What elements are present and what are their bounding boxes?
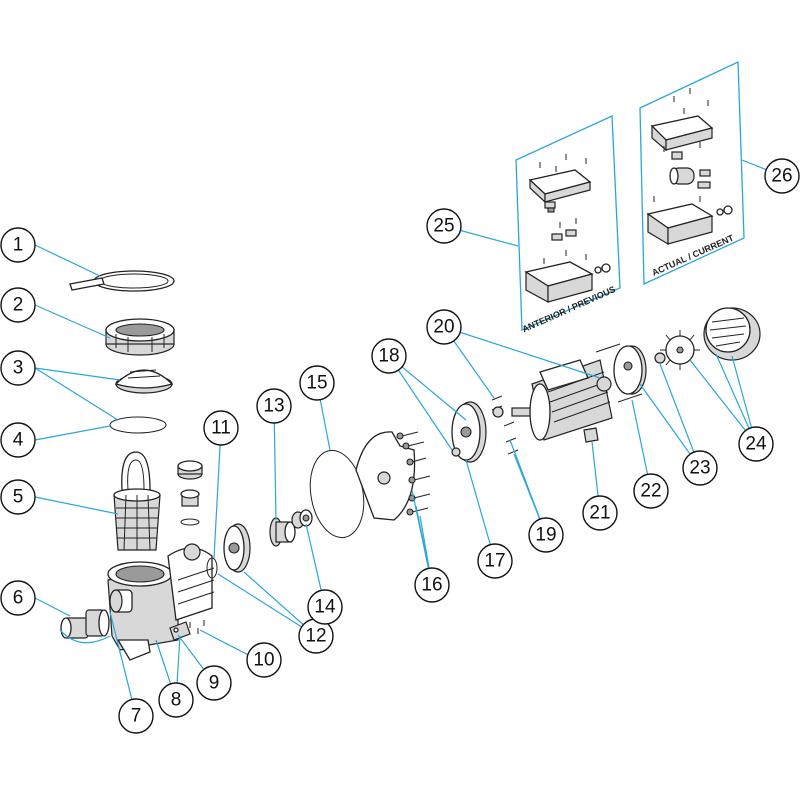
callout-label-14: 14 — [314, 597, 336, 618]
callout-label-7: 7 — [131, 706, 142, 727]
callout-6: 6 — [0, 580, 36, 616]
callout-label-24: 24 — [745, 434, 767, 455]
part-seal-plate — [355, 431, 431, 521]
callout-22: 22 — [633, 473, 669, 509]
callout-label-25: 25 — [433, 216, 454, 237]
callout-25: 25 — [426, 208, 462, 244]
callout-14: 14 — [307, 589, 343, 625]
callout-11: 11 — [203, 410, 239, 446]
part-lid-key — [69, 270, 175, 292]
callout-label-17: 17 — [484, 551, 505, 572]
callout-2: 2 — [0, 287, 36, 323]
callout-label-5: 5 — [13, 487, 24, 508]
callout-18: 18 — [371, 338, 407, 374]
callout-12: 12 — [298, 618, 334, 654]
part-oring-large — [309, 449, 365, 539]
part-pump-body — [107, 543, 215, 661]
panel-previous: ANTERIOR / PREVIOUS — [515, 115, 621, 334]
callout-label-26: 26 — [771, 166, 792, 187]
callout-8: 8 — [158, 682, 194, 718]
part-motor-flange — [451, 401, 487, 463]
part-fan — [660, 330, 700, 370]
callout-label-8: 8 — [171, 690, 182, 711]
callout-10: 10 — [246, 642, 282, 678]
part-oring-cover — [109, 416, 167, 434]
callout-17: 17 — [477, 543, 513, 579]
callout-13: 13 — [256, 388, 292, 424]
callout-label-15: 15 — [306, 373, 327, 394]
callout-16: 16 — [414, 567, 450, 603]
callout-label-13: 13 — [263, 396, 284, 417]
callout-21: 21 — [582, 495, 618, 531]
part-mechanical-seal — [291, 509, 313, 529]
part-bearing — [654, 352, 666, 364]
part-union — [60, 609, 110, 639]
part-feet-screws — [169, 620, 205, 641]
callout-label-6: 6 — [13, 588, 24, 609]
part-basket — [113, 451, 161, 551]
callout-label-10: 10 — [253, 650, 274, 671]
callout-label-2: 2 — [13, 295, 24, 316]
callout-4: 4 — [0, 422, 36, 458]
part-cover — [114, 369, 174, 394]
part-motor — [511, 359, 613, 443]
callout-label-9: 9 — [209, 673, 220, 694]
callout-label-3: 3 — [13, 358, 24, 379]
callout-label-1: 1 — [13, 235, 24, 256]
callout-label-12: 12 — [305, 626, 326, 647]
panel-current: ACTUAL / CURRENT — [639, 60, 745, 286]
part-rear-cover — [595, 343, 647, 403]
part-unions-spare — [177, 460, 203, 526]
callout-label-4: 4 — [13, 430, 24, 451]
callout-label-20: 20 — [433, 317, 454, 338]
callout-9: 9 — [196, 665, 232, 701]
callout-15: 15 — [299, 365, 335, 401]
part-impeller — [269, 517, 296, 547]
part-locking-ring — [105, 318, 175, 356]
callout-26: 26 — [764, 158, 800, 194]
part-diffuser — [206, 523, 251, 579]
callout-23: 23 — [682, 450, 718, 486]
callout-5: 5 — [0, 479, 36, 515]
callout-label-18: 18 — [378, 346, 399, 367]
callout-1: 1 — [0, 227, 36, 263]
callout-label-11: 11 — [211, 418, 231, 439]
callout-label-21: 21 — [589, 503, 610, 524]
callout-24: 24 — [738, 426, 774, 462]
part-flange-screws — [491, 395, 519, 455]
callout-7: 7 — [118, 698, 154, 734]
callout-label-22: 22 — [640, 481, 661, 502]
callout-3: 3 — [0, 350, 36, 386]
part-fan-cover — [703, 307, 761, 361]
callout-label-19: 19 — [535, 525, 556, 546]
callout-label-16: 16 — [421, 575, 442, 596]
callout-20: 20 — [426, 309, 462, 345]
callout-19: 19 — [528, 517, 564, 553]
callout-label-23: 23 — [689, 458, 710, 479]
